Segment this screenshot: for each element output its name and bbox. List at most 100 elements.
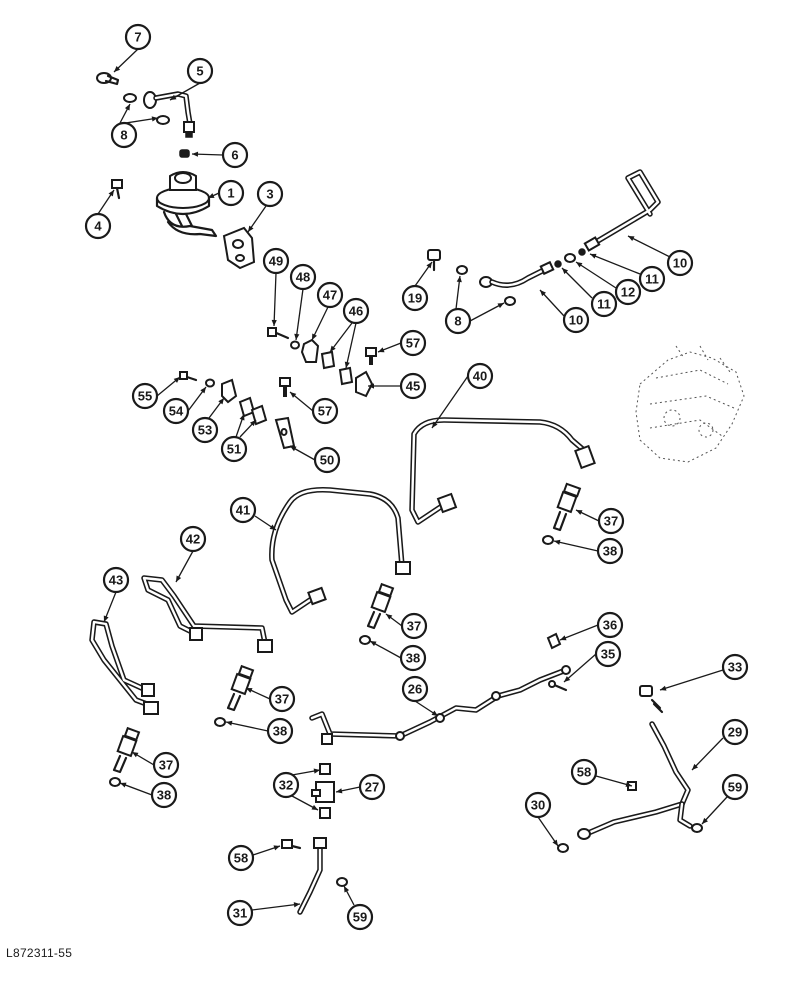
callout: 40 bbox=[466, 362, 494, 390]
leader-line bbox=[469, 302, 505, 322]
leader-arrowhead bbox=[576, 262, 583, 268]
leader-arrowhead bbox=[114, 65, 121, 72]
leader-line bbox=[553, 540, 599, 552]
leader-arrowhead bbox=[628, 236, 635, 242]
callout: 37 bbox=[400, 612, 428, 640]
clip-46-part bbox=[338, 366, 354, 386]
callout: 54 bbox=[162, 397, 190, 425]
leader-arrowhead bbox=[692, 763, 699, 770]
leader-arrowhead bbox=[432, 421, 438, 428]
seal-11-part bbox=[554, 260, 562, 268]
washer-54-part bbox=[205, 378, 215, 388]
leader-arrowhead bbox=[103, 615, 109, 622]
bolt-35-head-part bbox=[548, 680, 556, 688]
leader-arrowhead bbox=[378, 347, 385, 353]
leader-arrowhead bbox=[249, 420, 256, 427]
callout: 42 bbox=[179, 525, 207, 553]
washer-38-part bbox=[359, 635, 371, 645]
callout: 48 bbox=[289, 263, 317, 291]
leader-arrowhead bbox=[330, 345, 336, 352]
callout-label: 50 bbox=[320, 453, 334, 468]
bolt-58-left-part bbox=[281, 839, 302, 850]
callout: 19 bbox=[401, 284, 429, 312]
fuel-pump-1-part bbox=[155, 171, 218, 238]
washer-8-part bbox=[504, 296, 516, 306]
callout-label: 46 bbox=[349, 304, 363, 319]
leader-arrowhead bbox=[312, 333, 317, 340]
leader-arrowhead bbox=[170, 94, 177, 100]
leader-line bbox=[691, 737, 724, 771]
callout-label: 40 bbox=[473, 369, 487, 384]
callout-label: 55 bbox=[138, 389, 152, 404]
callout-label: 38 bbox=[406, 651, 420, 666]
fuel-line-5-part bbox=[143, 91, 195, 138]
callout: 47 bbox=[316, 281, 344, 309]
callout: 1 bbox=[217, 179, 245, 207]
leader-arrowhead bbox=[368, 383, 374, 389]
callout-label: 29 bbox=[728, 725, 742, 740]
callout-label: 8 bbox=[120, 128, 127, 143]
leader-line bbox=[561, 267, 593, 299]
leader-arrowhead bbox=[124, 104, 130, 111]
leakoff-line-26-part bbox=[309, 665, 571, 745]
leader-line bbox=[225, 721, 269, 732]
leader-line bbox=[329, 322, 353, 353]
leader-line bbox=[311, 306, 329, 341]
callout: 38 bbox=[266, 717, 294, 745]
callout: 10 bbox=[562, 306, 590, 334]
callout: 30 bbox=[524, 791, 552, 819]
callout-label: 27 bbox=[365, 780, 379, 795]
callout-label: 59 bbox=[353, 910, 367, 925]
pipe-31-part bbox=[297, 837, 327, 915]
bolt-49-head-part bbox=[267, 327, 277, 337]
leader-arrowhead bbox=[344, 886, 350, 893]
bolt-7-part bbox=[96, 72, 120, 86]
leader-arrowhead bbox=[311, 804, 318, 810]
injector-37-right-part bbox=[552, 482, 582, 532]
callout-label: 7 bbox=[134, 30, 141, 45]
callout-label: 54 bbox=[169, 404, 184, 419]
callout-label: 35 bbox=[601, 647, 615, 662]
leader-arrowhead bbox=[660, 685, 667, 691]
bracket-45-part bbox=[355, 370, 374, 398]
callout: 12 bbox=[614, 278, 642, 306]
bolt-19-part bbox=[427, 249, 441, 272]
callout-label: 58 bbox=[234, 851, 248, 866]
leader-arrowhead bbox=[552, 839, 558, 846]
injection-pump-ghost-part bbox=[635, 345, 745, 463]
clip-53-part bbox=[221, 378, 238, 404]
leader-line bbox=[627, 235, 671, 258]
washer-12-part bbox=[564, 253, 576, 263]
injection-line-40-part bbox=[409, 417, 596, 525]
callout: 59 bbox=[346, 903, 374, 931]
callout-label: 38 bbox=[157, 788, 171, 803]
leader-arrowhead bbox=[151, 116, 158, 122]
callout-label: 38 bbox=[603, 544, 617, 559]
callout: 29 bbox=[721, 718, 749, 746]
leader-arrowhead bbox=[370, 641, 377, 647]
leader-line bbox=[559, 624, 599, 641]
injector-37-leftmid-part bbox=[226, 664, 255, 712]
fuel-line-10-upper-part bbox=[583, 169, 661, 252]
callout: 10 bbox=[666, 249, 694, 277]
callout: 7 bbox=[124, 23, 152, 51]
callout-label: 42 bbox=[186, 532, 200, 547]
callout: 59 bbox=[721, 773, 749, 801]
callout: 57 bbox=[399, 329, 427, 357]
leader-arrowhead bbox=[226, 720, 233, 726]
callout-label: 32 bbox=[279, 778, 293, 793]
callout-label: 38 bbox=[273, 724, 287, 739]
leader-line bbox=[273, 272, 277, 327]
callout-label: 10 bbox=[673, 256, 687, 271]
callout: 37 bbox=[268, 685, 296, 713]
leader-arrowhead bbox=[246, 688, 253, 693]
callout-label: 53 bbox=[198, 423, 212, 438]
callout: 8 bbox=[444, 307, 472, 335]
clip-59-right-part bbox=[691, 823, 703, 833]
leader-arrowhead bbox=[625, 781, 632, 787]
clip-51-part bbox=[238, 396, 256, 418]
drawing-reference-code: L872311-55 bbox=[6, 946, 73, 960]
leader-arrowhead bbox=[576, 510, 583, 515]
clip-47-part bbox=[300, 338, 320, 363]
